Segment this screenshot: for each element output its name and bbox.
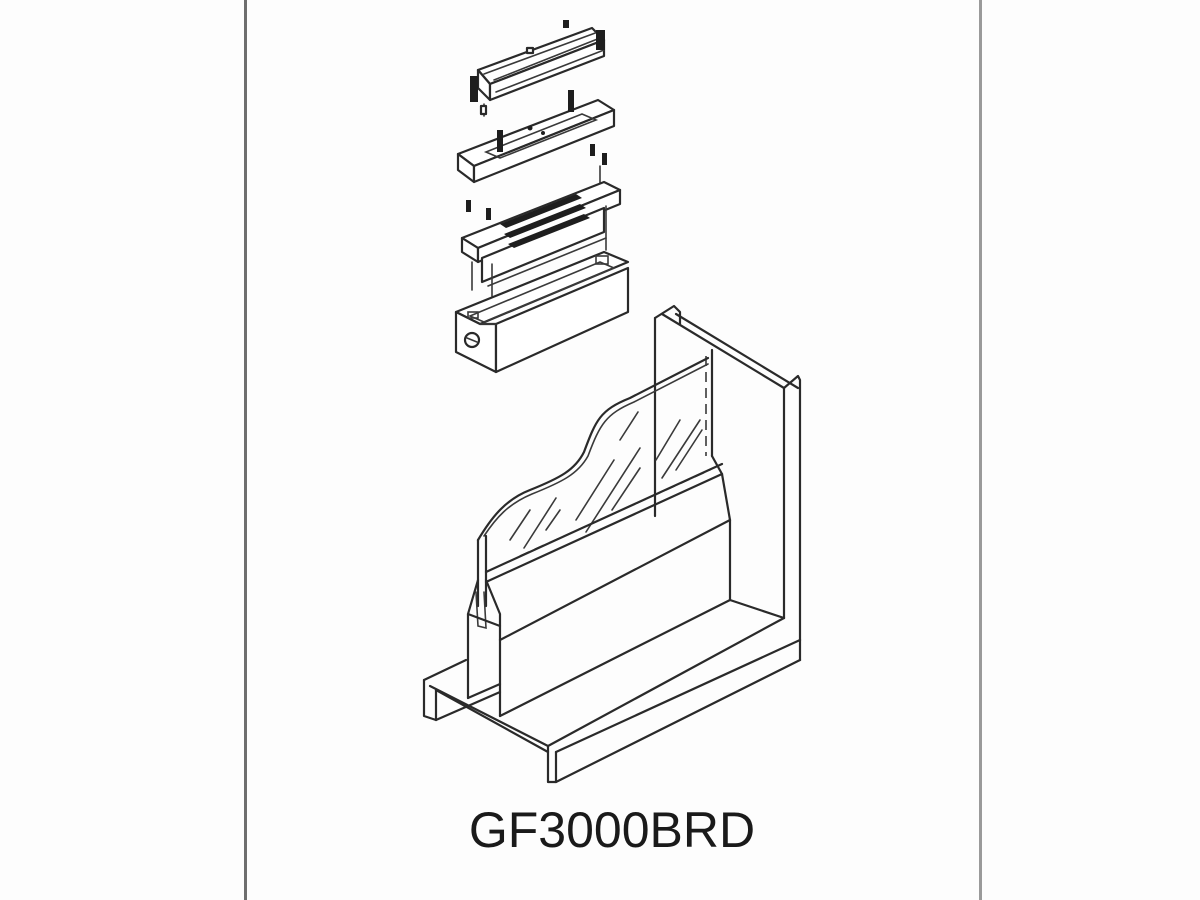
part-number-caption: GF3000BRD xyxy=(0,800,1200,860)
electromagnet-body xyxy=(460,180,622,297)
page-border-left xyxy=(244,0,247,900)
armature-plate xyxy=(470,20,606,117)
mounting-housing xyxy=(454,250,630,374)
armature-spacer-plate xyxy=(456,90,616,184)
floor-channel xyxy=(422,598,802,784)
door-frame xyxy=(653,304,802,642)
bottom-rail xyxy=(466,454,732,718)
page-border-right xyxy=(979,0,982,900)
part-number-label: GF3000BRD xyxy=(468,802,756,858)
